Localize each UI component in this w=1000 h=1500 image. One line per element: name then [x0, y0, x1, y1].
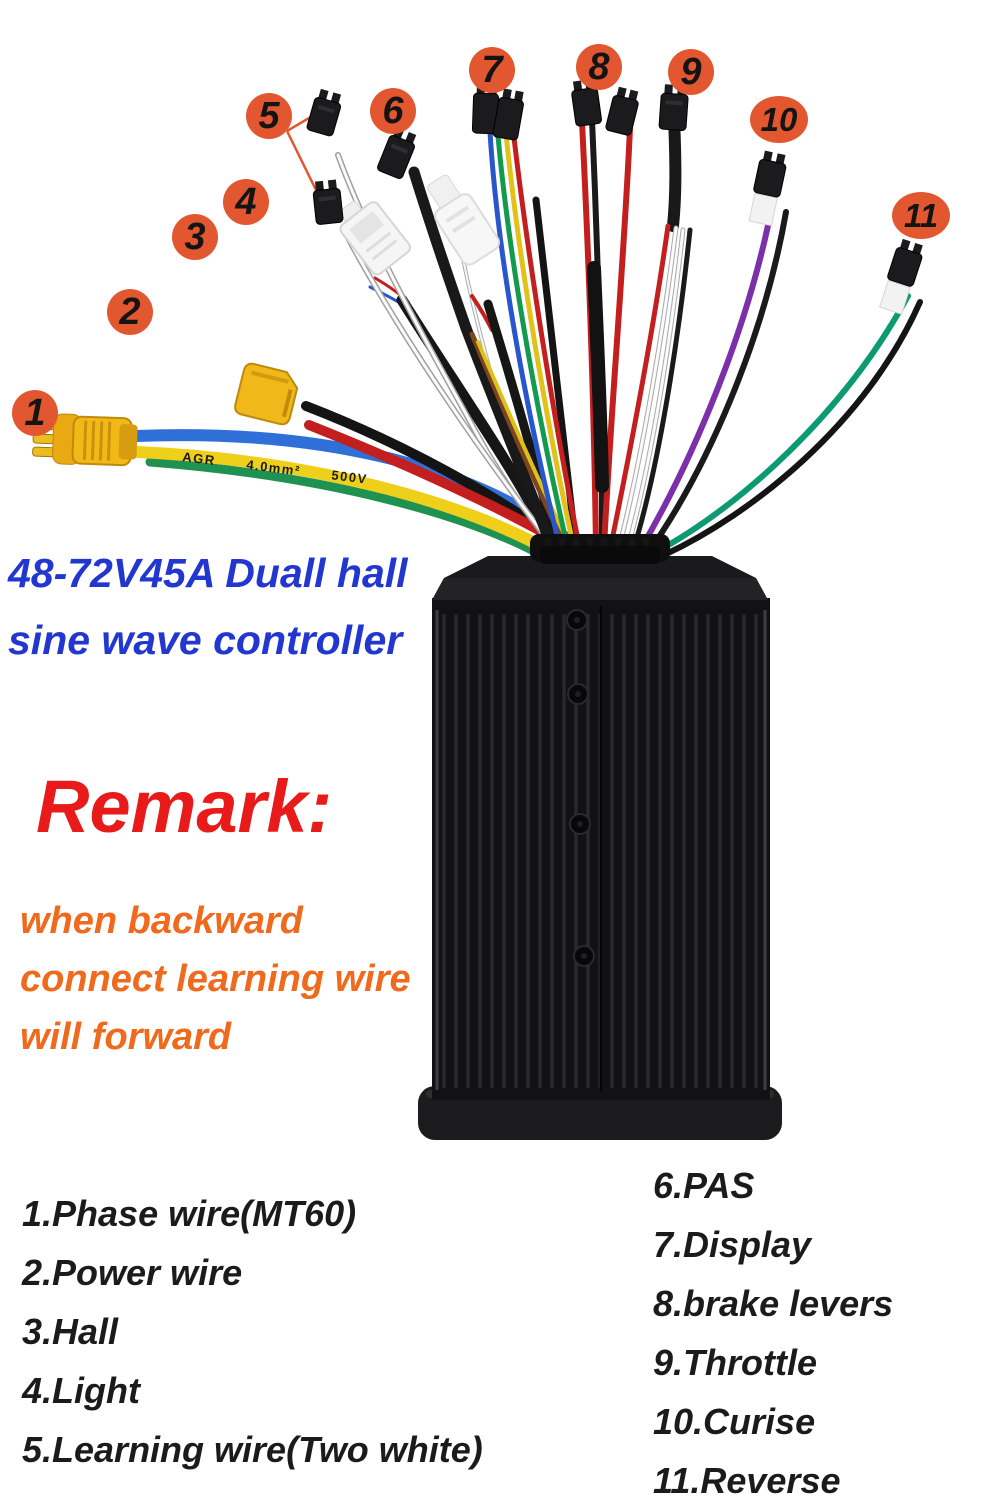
remark-line-1: when backward	[20, 900, 303, 942]
light-connector	[427, 174, 501, 266]
legend-item-10: 10.Curise	[653, 1401, 816, 1442]
legend-item-6: 6.PAS	[653, 1165, 755, 1206]
learning-connector-a	[306, 88, 342, 137]
learning-wire-b	[346, 236, 564, 560]
callout-badge-8: 8	[576, 44, 622, 90]
xt60-connector	[234, 362, 299, 426]
throttle-wire-white2-edge	[623, 227, 686, 557]
brake-wire-red2	[601, 125, 633, 551]
wire-entry-clamp	[540, 546, 660, 564]
legend-item-4: 4.Light	[22, 1370, 140, 1411]
wire-entry-teeth	[545, 538, 649, 546]
controller-box	[418, 534, 782, 1140]
legend-item-7: 7.Display	[653, 1224, 812, 1265]
pas-sheath-upper	[408, 166, 472, 334]
throttle-connector	[658, 84, 689, 132]
throttle-wire-black	[629, 227, 693, 557]
legend-item-5: 5.Learning wire(Two white)	[22, 1429, 483, 1470]
callout-badge-1: 1	[12, 390, 58, 436]
brake-sheath	[587, 261, 609, 493]
remark-heading: Remark:	[36, 765, 333, 848]
display-wire-blue	[487, 129, 565, 559]
legend-item-9: 9.Throttle	[653, 1342, 818, 1383]
product-photo: AGR 4.0mm² 500V	[32, 78, 923, 1140]
callout-badge-6: 6	[370, 88, 416, 134]
product-title-line1: 48-72V45A Duall hall	[8, 550, 408, 596]
reverse-connector	[879, 238, 923, 315]
display-wire-green	[495, 133, 573, 561]
product-title: 48-72V45A Duall hall sine wave controlle…	[8, 540, 408, 674]
legend-item-8: 8.brake levers	[653, 1283, 894, 1324]
hall-connector	[339, 200, 411, 276]
controller-fins	[442, 614, 758, 1088]
legend-item-3: 3.Hall	[22, 1311, 119, 1352]
callout-badge-5: 5	[246, 93, 292, 139]
display-connector	[471, 84, 524, 141]
callout-badge-4: 4	[223, 179, 269, 225]
learning-connector-b	[312, 179, 344, 225]
throttle-wire-red	[607, 223, 671, 553]
display-wire-red	[511, 135, 585, 563]
product-title-line2: sine wave controller	[8, 617, 403, 663]
throttle-sheath	[667, 112, 682, 232]
throttle-wire-white2	[624, 228, 685, 556]
remark-line-2: connect learning wire	[20, 958, 411, 1000]
light-sheath	[483, 299, 565, 567]
pas-wire-brown	[469, 331, 571, 555]
cruise-connector	[748, 150, 787, 227]
callout-badge-2: 2	[107, 289, 153, 335]
cruise-wire-purple	[637, 203, 775, 553]
controller-lid-face	[432, 578, 768, 600]
cruise-wire-black	[645, 209, 789, 556]
reverse-wire-teal	[653, 293, 911, 555]
reverse-wire-black	[661, 299, 923, 558]
legend-right-column: 6.PAS 7.Display 8.brake levers 9.Throttl…	[653, 1156, 893, 1500]
legend-left-column: 1.Phase wire(MT60) 2.Power wire 3.Hall 4…	[22, 1184, 483, 1479]
callout-badge-9: 9	[668, 49, 714, 95]
wire-harness: AGR 4.0mm² 500V	[130, 112, 923, 575]
callout-badge-3: 3	[172, 214, 218, 260]
callout-badge-10: 10	[750, 96, 808, 143]
remark-line-3: will forward	[20, 1016, 232, 1058]
callout-badge-11: 11	[892, 192, 950, 239]
legend-item-1: 1.Phase wire(MT60)	[22, 1193, 357, 1234]
controller-screws	[566, 609, 595, 967]
display-wire-yellow	[503, 131, 579, 561]
legend-item-11: 11.Reverse	[653, 1460, 841, 1500]
throttle-wire-white1	[616, 226, 678, 554]
callout-badge-7: 7	[469, 47, 515, 93]
remark-text: when backward connect learning wire will…	[20, 892, 411, 1066]
mt60-connector	[32, 413, 138, 467]
legend-item-2: 2.Power wire	[22, 1252, 243, 1293]
